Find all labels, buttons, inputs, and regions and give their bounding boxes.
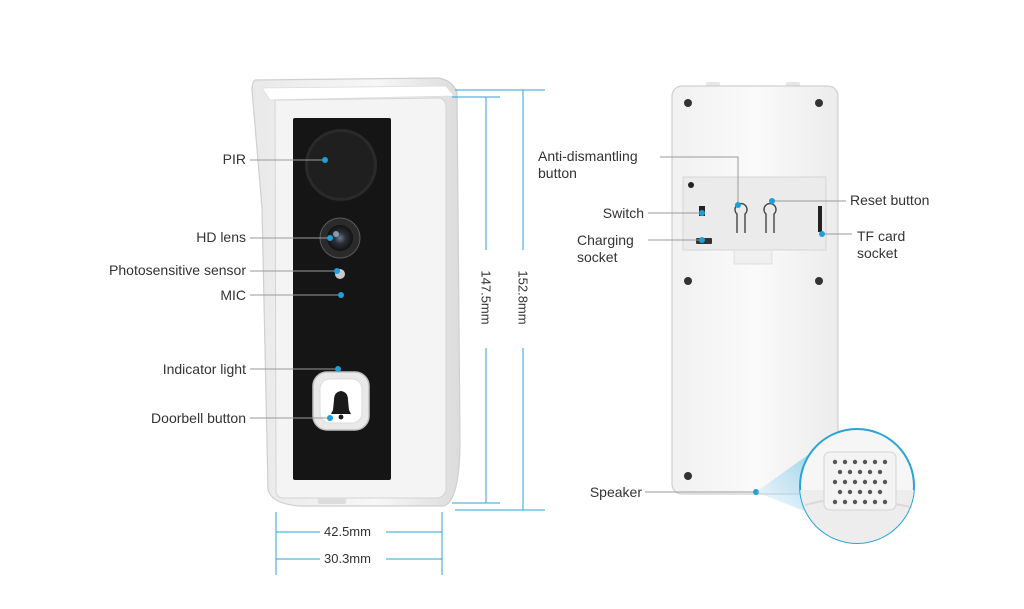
speaker-hole [867, 489, 873, 495]
speaker-hole [882, 459, 888, 465]
label-charging-1: Charging [577, 232, 634, 248]
label-charging-2: socket [577, 249, 618, 265]
label-hd-lens: HD lens [196, 229, 246, 245]
speaker-hole [877, 489, 883, 495]
dim-height-outer: 152.8mm [515, 270, 531, 325]
speaker-hole [847, 489, 853, 495]
label-photosensitive-sensor: Photosensitive sensor [109, 262, 246, 278]
speaker-hole [872, 499, 878, 505]
front-device [251, 77, 461, 507]
label-switch: Switch [602, 205, 644, 221]
speaker-hole [877, 469, 883, 475]
speaker-hole [842, 499, 848, 505]
speaker-hole [867, 469, 873, 475]
speaker-hole [862, 459, 868, 465]
speaker-hole [847, 469, 853, 475]
speaker-zoom [756, 428, 915, 544]
back-device [671, 82, 839, 495]
label-pir: PIR [222, 151, 246, 167]
speaker-hole [862, 479, 868, 485]
back-leaders [645, 156, 852, 495]
dim-width-bottom: 30.3mm [324, 551, 371, 566]
speaker-hole [837, 469, 843, 475]
horizontal-dimensions [275, 512, 443, 575]
vertical-dimensions [452, 89, 545, 511]
speaker-hole [832, 459, 838, 465]
label-tf-card-2: socket [857, 245, 898, 261]
dim-width-top: 42.5mm [324, 524, 371, 539]
speaker-hole [842, 479, 848, 485]
speaker-hole [832, 479, 838, 485]
speaker-hole [882, 499, 888, 505]
label-doorbell-button: Doorbell button [151, 410, 246, 426]
speaker-hole [852, 459, 858, 465]
label-mic: MIC [220, 287, 246, 303]
speaker-hole [842, 459, 848, 465]
label-reset-button: Reset button [850, 192, 930, 208]
speaker-hole [852, 499, 858, 505]
speaker-hole [882, 479, 888, 485]
label-anti-dismantling-2: button [538, 165, 577, 181]
speaker-hole [872, 459, 878, 465]
speaker-hole [837, 489, 843, 495]
label-speaker: Speaker [589, 484, 642, 500]
front-leaders [250, 157, 344, 421]
label-indicator-light: Indicator light [162, 361, 246, 377]
speaker-hole [852, 479, 858, 485]
speaker-hole [862, 499, 868, 505]
label-tf-card-1: TF card [857, 228, 906, 244]
speaker-hole [832, 499, 838, 505]
speaker-hole [872, 479, 878, 485]
speaker-hole [857, 489, 863, 495]
label-anti-dismantling-1: Anti-dismantling [538, 148, 638, 164]
speaker-hole [857, 469, 863, 475]
speaker-holes [832, 459, 888, 505]
dim-height-inner: 147.5mm [478, 270, 494, 325]
